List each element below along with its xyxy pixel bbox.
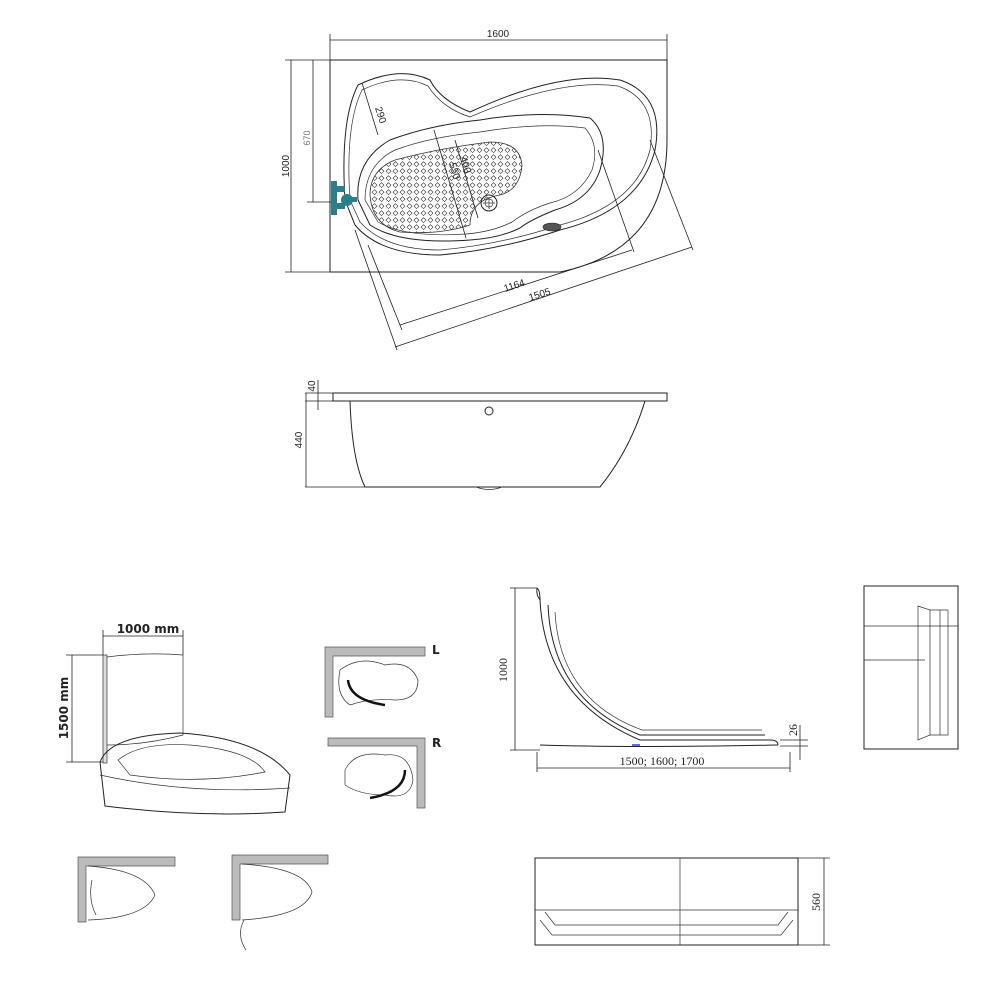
tub-rim	[343, 73, 658, 256]
inner-length-label: 1164	[503, 278, 527, 295]
screen-width-label: 1000 mm	[117, 622, 180, 636]
shower-screen-view: 1000 mm 1500 mm	[57, 622, 291, 815]
side-panel-view	[863, 585, 959, 750]
height-label: 1000	[281, 154, 292, 177]
faucet-icon	[331, 181, 357, 215]
side-view: 40 440	[294, 380, 668, 490]
outer-length-label: 1505	[528, 286, 553, 303]
panel-thickness-label: 26	[786, 724, 800, 736]
right-label: R	[432, 736, 441, 750]
faucet-offset-label: 670	[302, 130, 312, 145]
height-dimension: 1000	[281, 59, 330, 273]
front-panel-height-label: 560	[809, 893, 823, 911]
left-label: L	[432, 643, 440, 657]
width-dimension: 1600	[329, 29, 668, 60]
inner-width-a-label: 400	[457, 156, 473, 176]
tub-basin	[357, 113, 604, 242]
screen-height-label: 1500 mm	[57, 677, 71, 740]
orientation-right: R	[327, 736, 441, 809]
panel-length-label: 1500; 1600; 1700	[620, 754, 705, 768]
panel-height-label: 1000	[496, 658, 510, 682]
top-view: 1600 1000 670	[281, 29, 694, 351]
headrest-label: 290	[372, 106, 388, 126]
inner-width-b-label: 550	[446, 162, 462, 182]
rim-height-label: 40	[307, 380, 318, 392]
curved-front-panel-view: 1000 1500; 1600; 1700 26	[496, 587, 808, 772]
overflow	[542, 222, 562, 232]
front-panel-view: 560	[534, 857, 830, 946]
orientation-left: L	[324, 643, 440, 718]
tub-outline	[329, 59, 668, 273]
screen-mount-b	[231, 854, 329, 951]
width-label: 1600	[487, 29, 510, 40]
drain	[480, 194, 498, 212]
depth-label: 440	[294, 431, 305, 448]
faucet-offset-dimension: 670	[302, 60, 335, 203]
anti-slip-mat	[369, 141, 523, 234]
screen-mount-a	[77, 856, 176, 923]
